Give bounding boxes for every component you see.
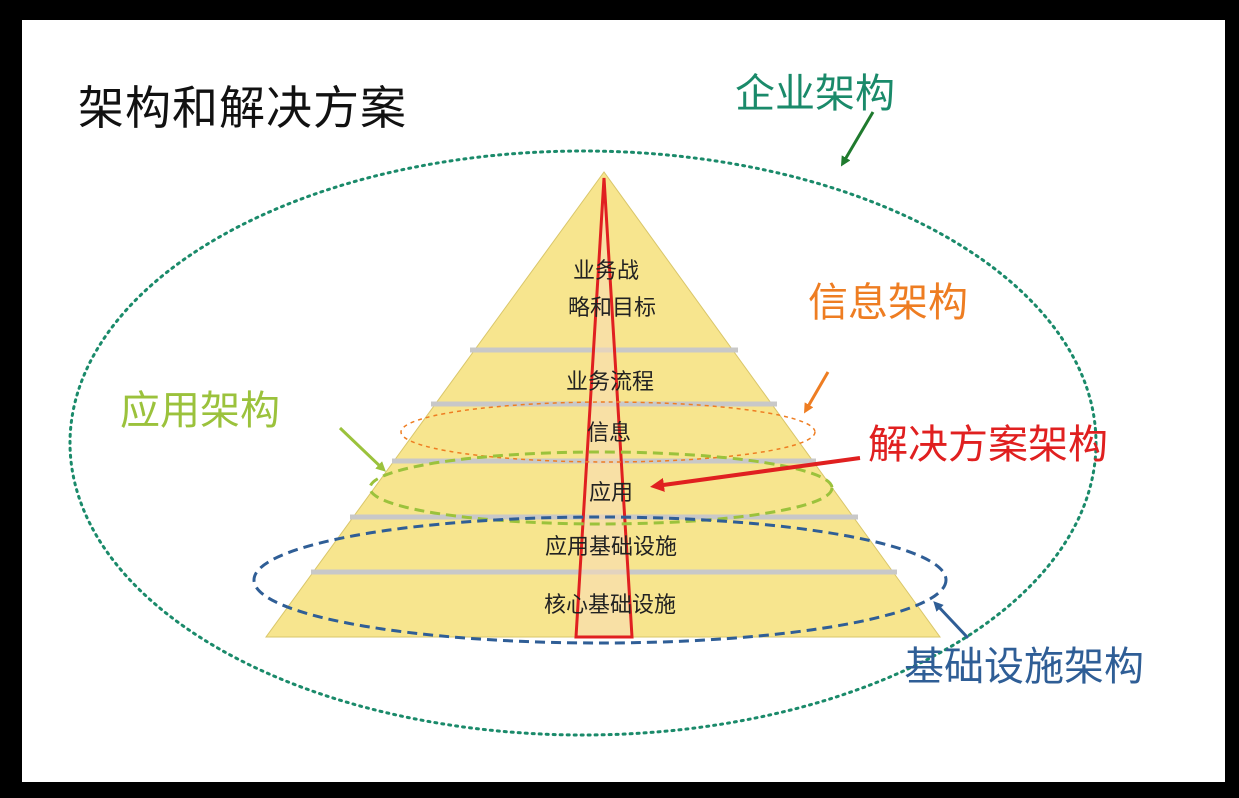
enterprise-architecture-label: 企业架构 xyxy=(735,71,895,117)
solution-arrow xyxy=(650,456,861,492)
enterprise-arrow xyxy=(840,111,875,167)
application-ellipse xyxy=(368,450,834,526)
tier-application-infrastructure: 应用基础设施 xyxy=(545,535,677,560)
tier-application: 应用 xyxy=(589,481,633,506)
tier-core-infrastructure: 核心基础设施 xyxy=(544,593,676,618)
application-architecture-label: 应用架构 xyxy=(120,388,280,434)
information-arrow xyxy=(803,371,830,414)
enterprise-boundary xyxy=(68,149,1098,737)
tier-strategy-line-2: 略和目标 xyxy=(568,296,656,321)
tier-information: 信息 xyxy=(587,421,631,446)
tier-strategy-line-1: 业务战 xyxy=(573,259,639,284)
slide-title: 架构和解决方案 xyxy=(78,81,407,135)
solution-slice xyxy=(574,177,634,639)
solution-architecture-label: 解决方案架构 xyxy=(868,422,1108,468)
information-architecture-label: 信息架构 xyxy=(808,280,968,326)
tier-business-process: 业务流程 xyxy=(566,370,654,395)
infrastructure-ellipse xyxy=(252,515,948,645)
infrastructure-architecture-label: 基础设施架构 xyxy=(904,644,1144,690)
application-arrow xyxy=(338,426,386,472)
infrastructure-arrow xyxy=(933,601,970,640)
information-ellipse xyxy=(400,401,816,463)
